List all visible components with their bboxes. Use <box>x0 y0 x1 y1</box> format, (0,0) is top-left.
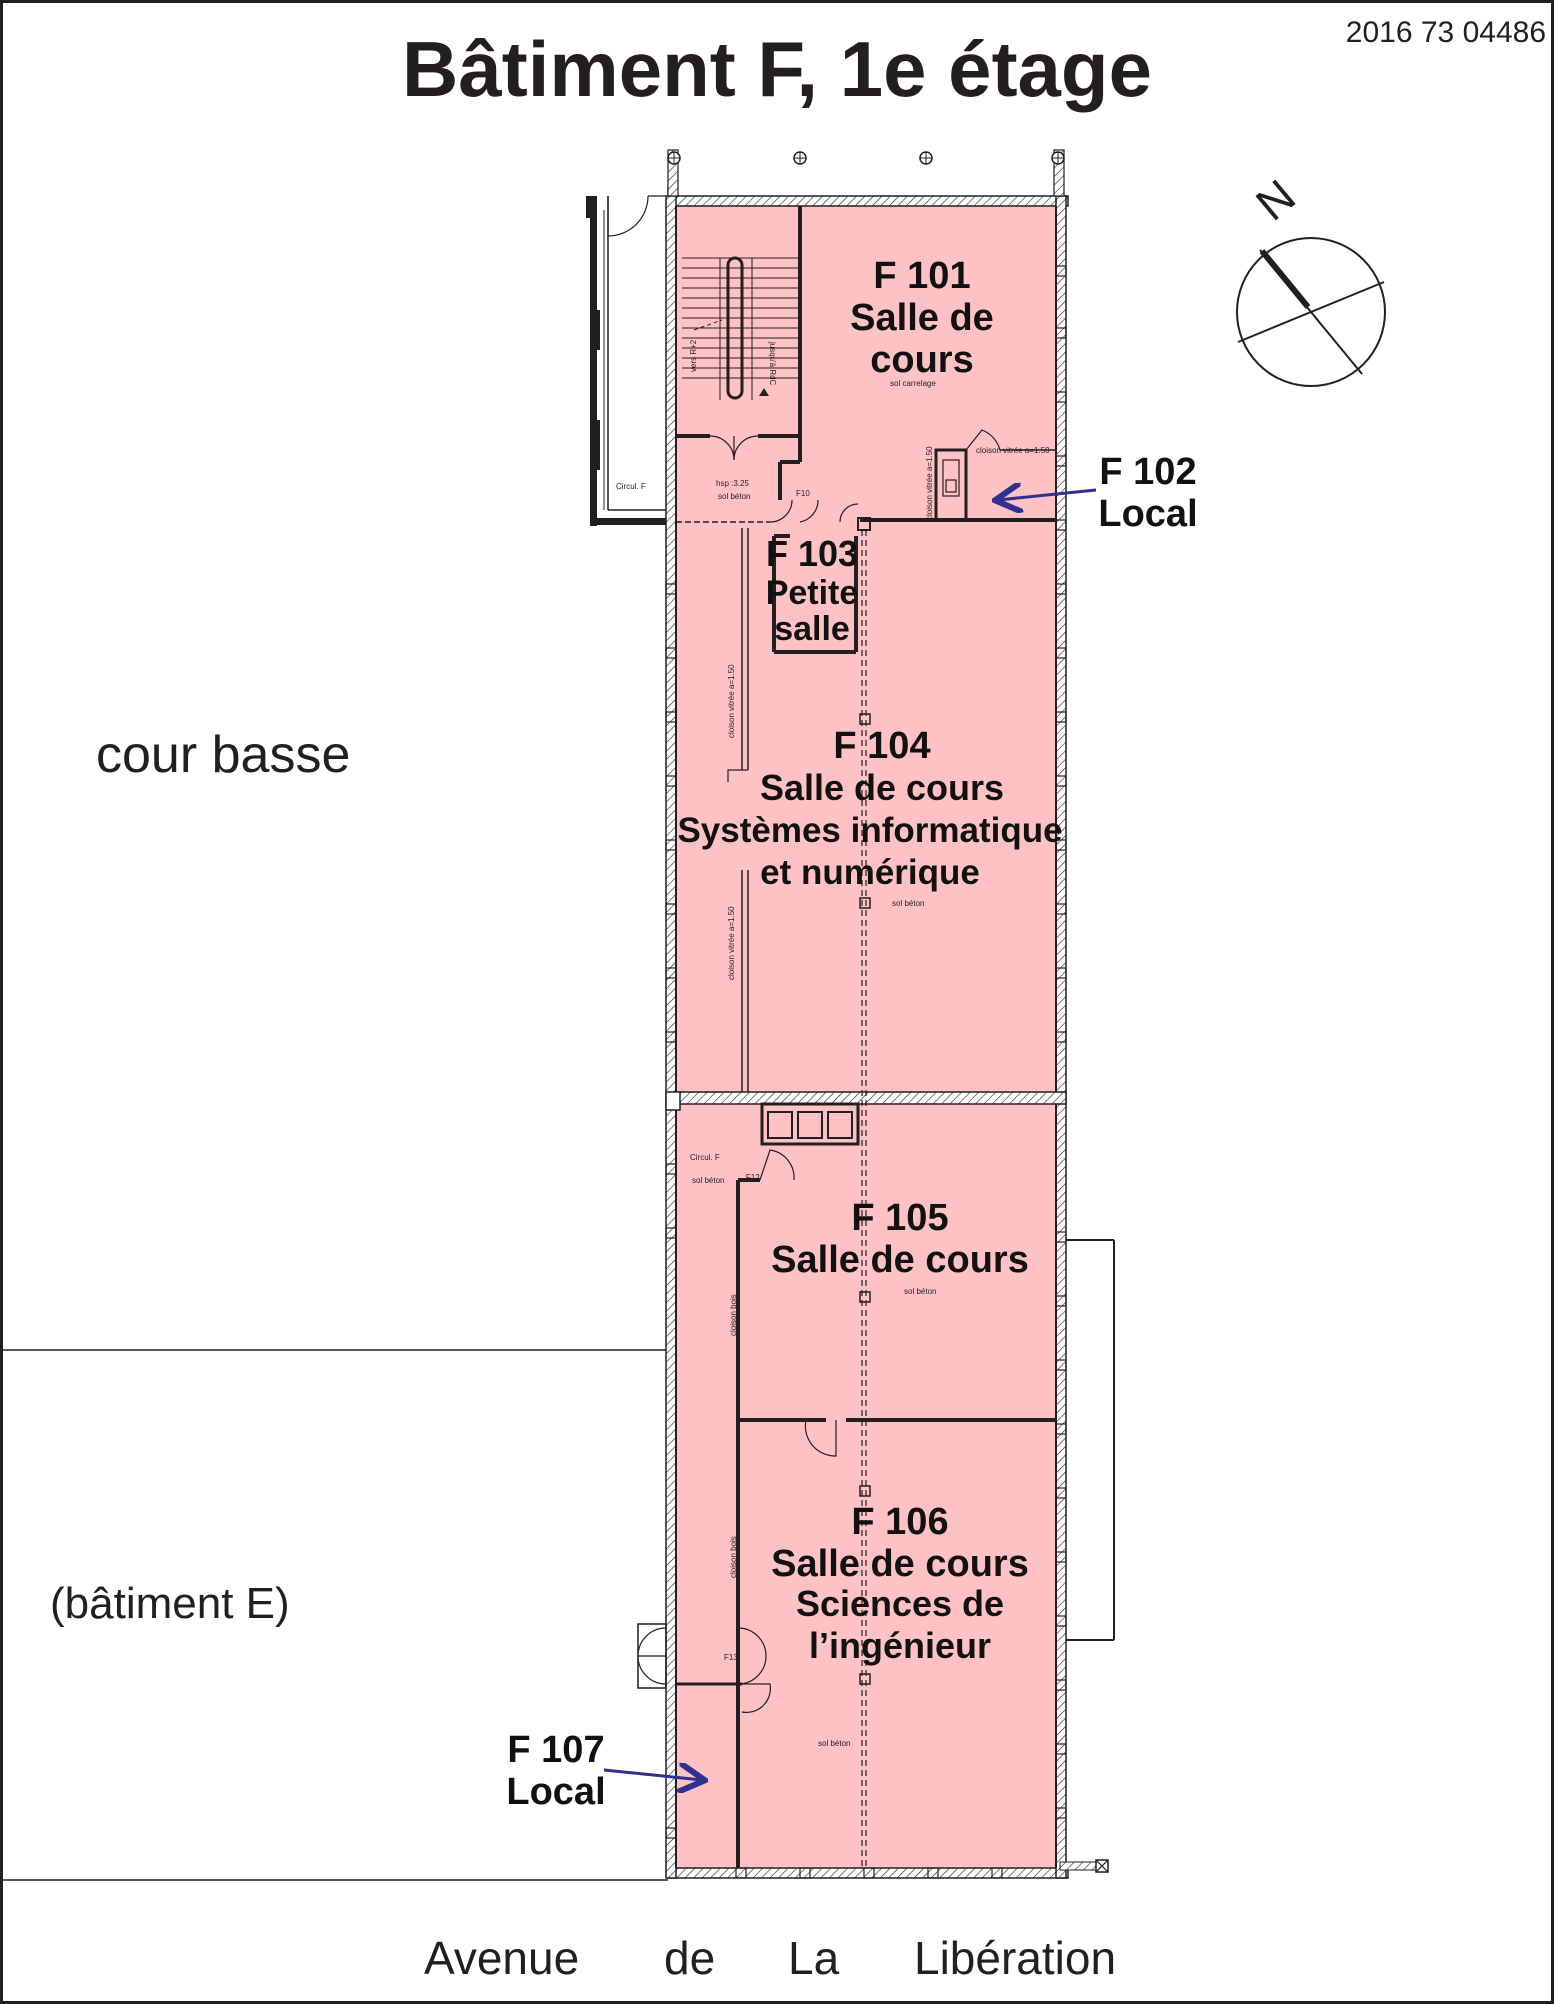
room-f106-floor: sol béton <box>818 1739 850 1748</box>
room-f106: F 106 Salle de cours Sciences de l’ingén… <box>771 1501 1029 1748</box>
room-f107: F 107 Local <box>506 1729 702 1813</box>
top-columns <box>667 149 1065 197</box>
compass-circle <box>1236 237 1386 387</box>
compass: N <box>1236 169 1386 387</box>
room-f105-code: F 105 <box>851 1197 948 1239</box>
room-f103-code: F 103 <box>766 533 858 574</box>
room-f101-floor: sol carrelage <box>890 379 936 388</box>
room-f106-name-1: Salle de cours <box>771 1543 1029 1585</box>
cloison-vitree-vertical-label: cloison vitrée a=1.50 <box>925 446 934 520</box>
street-word-de: de <box>664 1932 715 1984</box>
door-f12-label: F12 <box>746 1173 760 1182</box>
cloison-vitree-left-label-2: cloison vitrée a=1.50 <box>727 906 736 980</box>
street-word-avenue: Avenue <box>424 1932 579 1984</box>
batiment-e-label: (bâtiment E) <box>50 1579 290 1628</box>
room-f104-code: F 104 <box>833 725 930 767</box>
room-f103-name-2: salle <box>774 610 850 648</box>
cour-basse-label: cour basse <box>96 726 350 784</box>
circulation-top-label: Circul. F <box>616 482 646 491</box>
room-f104-name-1: Salle de cours <box>760 767 1004 808</box>
room-f104-floor: sol béton <box>892 899 924 908</box>
street-word-la: La <box>788 1932 840 1984</box>
room-f107-arrow <box>603 1770 702 1780</box>
room-f103-name-1: Petite <box>766 574 859 612</box>
door-f13-label: F13 <box>724 1653 738 1662</box>
room-f107-code: F 107 <box>507 1729 604 1771</box>
street-word-liberation: Libération <box>914 1932 1116 1984</box>
small-annotations: Circul. F hsp :3.25 sol béton F10 cloiso… <box>616 446 1050 1662</box>
room-f105-name: Salle de cours <box>771 1239 1029 1281</box>
exterior-circulation <box>586 186 672 526</box>
room-f102: F 102 Local <box>998 451 1198 535</box>
hsp-label: hsp :3.25 <box>716 479 749 488</box>
circulation-mid-label: Circul. F <box>690 1153 720 1162</box>
stair-label-up: vers R+2 <box>689 339 698 372</box>
room-f106-name-2: Sciences de <box>796 1583 1004 1624</box>
cloison-vitree-top-label: cloison vitrée a=1.50 <box>976 446 1050 455</box>
east-annex <box>1066 1239 1115 1641</box>
staircase: vers R+2 jusqu'à RdC <box>682 256 800 400</box>
cloison-vitree-left-label-1: cloison vitrée a=1.50 <box>727 664 736 738</box>
stair-label-down: jusqu'à RdC <box>768 341 777 386</box>
room-f104: F 104 Salle de cours Systèmes informatiq… <box>677 725 1062 908</box>
sol-beton-mid-label: sol béton <box>692 1176 724 1185</box>
room-f105: F 105 Salle de cours sol béton <box>771 1197 1029 1296</box>
room-f102-name: Local <box>1098 493 1197 535</box>
page-title: Bâtiment F, 1e étage <box>402 25 1152 113</box>
room-f101: F 101 Salle de cours sol carrelage <box>850 255 994 388</box>
compass-north-label: N <box>1246 169 1305 230</box>
document-number: 2016 73 04486 <box>1346 16 1546 49</box>
room-f102-code: F 102 <box>1099 451 1196 493</box>
room-f104-name-3: et numérique <box>760 853 980 892</box>
room-f102-arrow <box>998 490 1097 500</box>
room-f101-name-2: cours <box>870 339 973 381</box>
room-f101-name-1: Salle de <box>850 297 994 339</box>
room-f106-name-3: l’ingénieur <box>809 1625 991 1666</box>
cloison-bois-label-1: cloison bois <box>729 1294 738 1336</box>
sol-beton-top-label: sol béton <box>718 492 750 501</box>
room-f107-name: Local <box>506 1771 605 1813</box>
room-f101-code: F 101 <box>873 255 970 297</box>
windows <box>665 265 1109 1879</box>
room-f104-name-2: Systèmes informatique <box>677 811 1062 850</box>
room-f105-floor: sol béton <box>904 1287 936 1296</box>
door-f10-label: F10 <box>796 489 810 498</box>
cloison-bois-label-2: cloison bois <box>729 1536 738 1578</box>
interior-walls <box>637 206 1056 1868</box>
room-f106-code: F 106 <box>851 1501 948 1543</box>
room-f103: F 103 Petite salle <box>766 533 859 648</box>
